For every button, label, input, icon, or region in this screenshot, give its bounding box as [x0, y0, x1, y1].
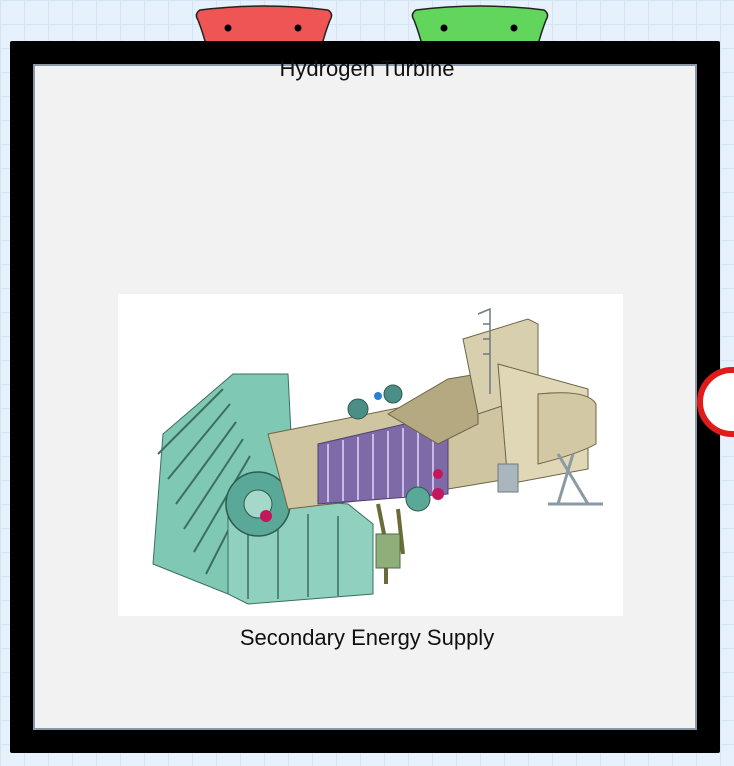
piping: [374, 392, 443, 584]
exhaust-duct: [462, 307, 597, 485]
port-pin: [440, 24, 448, 32]
port-pin: [294, 24, 302, 32]
port-pin: [510, 24, 518, 32]
turbine-illustration: [152, 307, 603, 605]
port-ring: [697, 367, 734, 437]
compressor: [267, 373, 539, 512]
output-port-right[interactable]: [694, 366, 734, 438]
support-stand: [497, 453, 603, 506]
block-subtitle: Secondary Energy Supply: [239, 625, 495, 650]
port-pin: [224, 24, 232, 32]
turbine-image: [118, 294, 623, 616]
block-title: Hydrogen Turbine: [279, 56, 455, 81]
